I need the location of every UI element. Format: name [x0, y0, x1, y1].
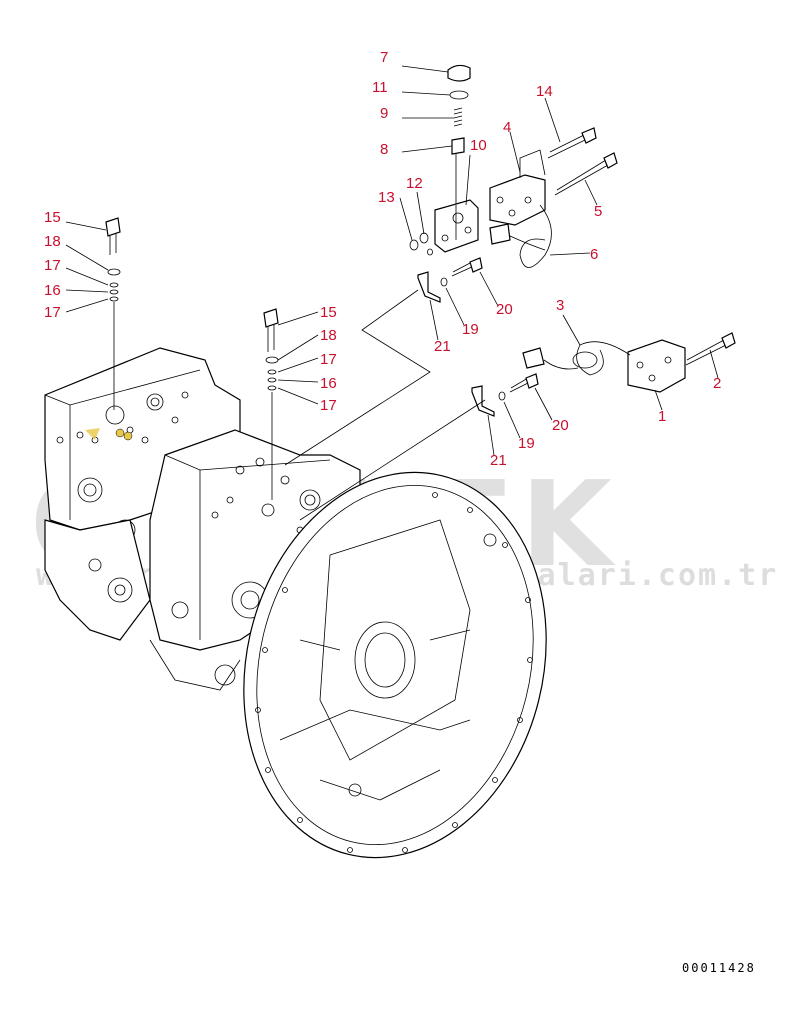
callout-5: 5	[594, 203, 602, 220]
callout-18-center: 18	[320, 327, 337, 344]
callout-21-lower: 21	[490, 452, 507, 469]
leader-lines	[65, 65, 719, 456]
brackets-bolts	[417, 257, 539, 417]
callout-12: 12	[406, 175, 423, 192]
callout-19-upper: 19	[462, 321, 479, 338]
o-rings-12-13	[409, 232, 433, 256]
solenoid-valve-1	[522, 332, 736, 393]
callout-14: 14	[536, 83, 553, 100]
assembly-lines	[284, 205, 486, 521]
callout-19-lower: 19	[518, 435, 535, 452]
callout-2: 2	[713, 375, 721, 392]
callout-6: 6	[590, 246, 598, 263]
solenoid-valve-4	[489, 127, 618, 268]
callout-16-center: 16	[320, 375, 337, 392]
callout-16-left: 16	[44, 282, 61, 299]
center-plug-stack	[263, 308, 279, 500]
callout-11: 11	[372, 79, 388, 96]
document-number: 00011428	[682, 961, 756, 975]
left-plug-stack	[105, 217, 121, 410]
callout-13: 13	[378, 189, 395, 206]
callout-3: 3	[556, 297, 564, 314]
callout-17-center-a: 17	[320, 351, 337, 368]
callout-18-left: 18	[44, 233, 61, 250]
callout-20-lower: 20	[552, 417, 569, 434]
callout-8: 8	[380, 141, 388, 158]
callout-15-left: 15	[44, 209, 61, 226]
callout-10: 10	[470, 137, 487, 154]
callout-17-left-b: 17	[44, 304, 61, 321]
flywheel-housing	[243, 471, 547, 859]
relief-valve-parts	[434, 64, 479, 253]
callout-15-center: 15	[320, 304, 337, 321]
callout-labels: 7 11 9 8 10 14 4 13 12 5 6 15 18 17 16 1…	[44, 49, 721, 469]
callout-21-upper: 21	[434, 338, 451, 355]
callout-9: 9	[380, 105, 388, 122]
callout-20-upper: 20	[496, 301, 513, 318]
callout-17-left-a: 17	[44, 257, 61, 274]
callout-7: 7	[380, 49, 388, 66]
callout-17-center-b: 17	[320, 397, 337, 414]
callout-1: 1	[658, 408, 666, 425]
callout-4: 4	[503, 119, 511, 136]
